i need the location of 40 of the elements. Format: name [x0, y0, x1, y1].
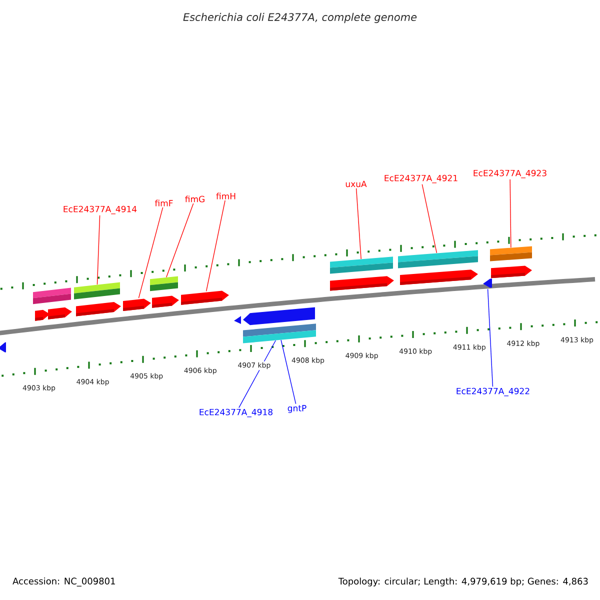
leader-line — [238, 340, 276, 408]
genome-info-text: Topology: circular; Length: 4,979,619 bp; Genes: 4,863 — [338, 578, 588, 586]
leader-line — [487, 288, 494, 387]
gene-feature — [483, 278, 492, 288]
gene-feature — [33, 288, 71, 304]
gene-feature — [330, 256, 393, 274]
leader-line — [356, 188, 362, 260]
gene-feature — [243, 307, 315, 326]
gene-feature — [152, 296, 179, 308]
gene-label: EcE24377A_4923 — [474, 170, 546, 178]
gene-label: fimG — [185, 196, 204, 202]
leader-line — [138, 207, 164, 298]
leader-line — [510, 179, 512, 248]
gene-label: fimF — [154, 200, 173, 206]
gene-label: EcE24377A_4921 — [384, 174, 458, 184]
gene-label: EcE24377A_4914 — [64, 206, 137, 214]
gene-feature — [243, 324, 316, 344]
accession-text: Accession: NC_009801 — [12, 578, 115, 586]
gene-feature — [48, 307, 72, 320]
gene-label: EcE24377A_4922 — [456, 388, 530, 396]
gene-feature — [150, 276, 178, 292]
gene-feature — [0, 342, 6, 352]
gene-feature — [234, 316, 241, 324]
gene-feature — [490, 246, 532, 262]
gene-feature — [398, 250, 478, 268]
title: Escherichia coli E24377A, complete genome — [183, 12, 417, 24]
gene-feature — [74, 282, 120, 300]
gene-label: gntP — [288, 405, 306, 413]
gene-label: fimH — [216, 192, 236, 200]
leader-line — [166, 203, 194, 278]
gene-feature — [491, 266, 532, 278]
gene-feature — [330, 276, 394, 291]
leader-line — [280, 340, 296, 404]
gene-label: uxuA — [346, 180, 367, 188]
gene-label: EcE24377A_4918 — [200, 408, 272, 418]
gene-feature — [400, 270, 478, 285]
gene-feature — [123, 298, 151, 311]
gene-feature — [181, 290, 229, 305]
gene-feature — [76, 302, 121, 316]
leader-line — [206, 200, 226, 292]
